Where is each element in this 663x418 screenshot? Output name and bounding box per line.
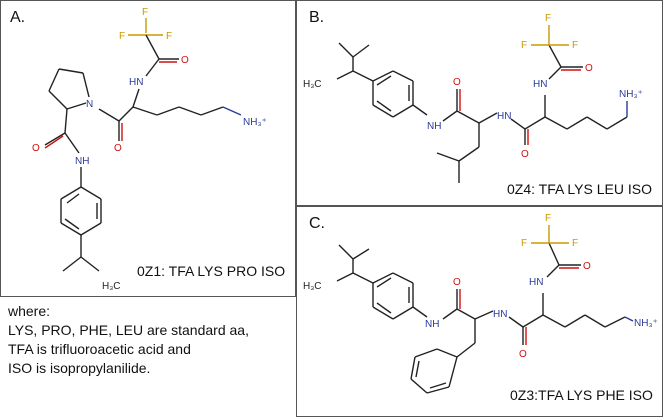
panel-c: C. H₃C NH O HN: [296, 206, 663, 417]
atom-n: N: [86, 99, 93, 110]
panel-b-caption: 0Z4: TFA LYS LEU ISO: [507, 181, 652, 197]
atom-nh3: NH₃⁺: [619, 89, 643, 100]
atom-o: O: [114, 143, 122, 154]
atom-nh3: NH₃⁺: [634, 318, 658, 329]
panel-a-label: A.: [10, 9, 26, 26]
atom-hn: HN: [129, 77, 143, 88]
atom-o: O: [583, 261, 591, 272]
atom-f: F: [572, 40, 578, 51]
legend-line-1: LYS, PRO, PHE, LEU are standard aa,: [8, 322, 249, 338]
panel-a: A. F F F O HN NH₃⁺ O N: [0, 0, 296, 297]
atom-f: F: [119, 31, 125, 42]
atom-hn: HN: [529, 277, 543, 288]
atom-nh: NH: [75, 156, 89, 167]
atom-o: O: [585, 63, 593, 74]
atom-o: O: [453, 277, 461, 288]
atom-f: F: [166, 31, 172, 42]
atom-nh: NH: [427, 121, 441, 132]
molecule-0z1: F F F O HN NH₃⁺ O N O: [32, 7, 267, 292]
atom-hn: HN: [533, 79, 547, 90]
atom-o: O: [181, 55, 189, 66]
atom-f: F: [521, 238, 527, 249]
panel-b-label: B.: [309, 9, 325, 26]
atom-ch3: H₃C: [102, 281, 121, 292]
atom-o: O: [32, 143, 40, 154]
panel-c-label: C.: [309, 215, 325, 232]
atom-f: F: [521, 40, 527, 51]
atom-o: O: [519, 349, 527, 360]
atom-f: F: [545, 213, 551, 224]
atom-ch3: H₃C: [303, 281, 322, 292]
atom-hn: HN: [497, 111, 511, 122]
legend-line-2: TFA is trifluoroacetic acid and: [8, 341, 191, 357]
molecule-0z4: H₃C NH O HN O HN: [303, 13, 643, 183]
panel-c-caption: 0Z3:TFA LYS PHE ISO: [510, 387, 653, 403]
legend-title: where:: [8, 303, 51, 319]
atom-o: O: [453, 77, 461, 88]
atom-ch3: H₃C: [303, 79, 322, 90]
atom-f: F: [142, 7, 148, 18]
atom-o: O: [521, 149, 529, 160]
panel-b: B. H₃C NH O HN O: [296, 0, 663, 206]
panel-a-caption: 0Z1: TFA LYS PRO ISO: [137, 263, 286, 279]
atom-hn: HN: [493, 309, 507, 320]
molecule-0z3: H₃C NH O HN O: [303, 213, 658, 394]
legend-text: where: LYS, PRO, PHE, LEU are standard a…: [8, 302, 249, 378]
atom-f: F: [572, 238, 578, 249]
atom-nh: NH: [425, 319, 439, 330]
atom-f: F: [545, 13, 551, 24]
legend-line-3: ISO is isopropylanilide.: [8, 360, 151, 376]
atom-nh3: NH₃⁺: [243, 117, 267, 128]
